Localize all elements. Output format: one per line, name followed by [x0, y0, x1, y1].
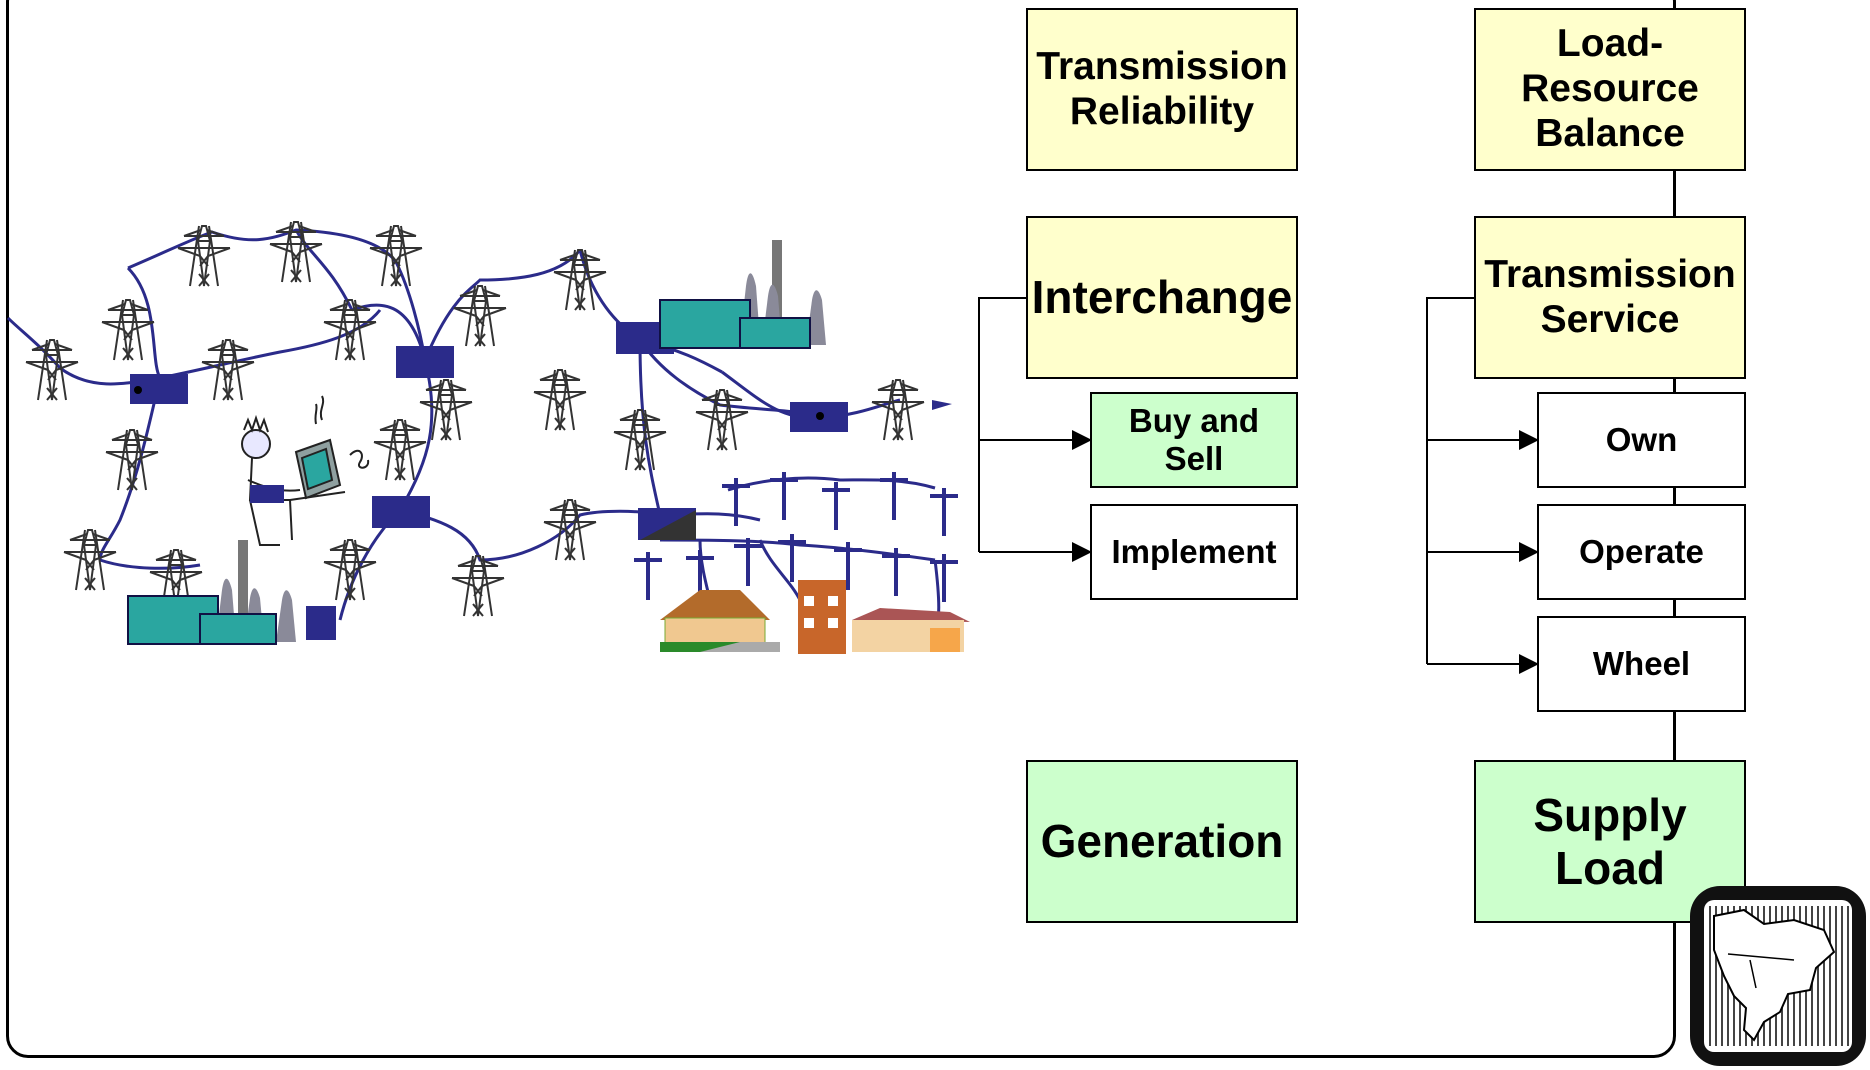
generation-box: Generation: [1026, 760, 1298, 923]
operate-label: Operate: [1579, 533, 1704, 571]
house-icon: [660, 580, 970, 654]
transmission-service-label: Transmission Service: [1484, 252, 1736, 341]
operator-at-computer-icon: [241, 395, 370, 546]
implement-box: Implement: [1090, 504, 1298, 600]
generation-label: Generation: [1040, 815, 1284, 868]
buy-and-sell-box: Buy and Sell: [1090, 392, 1298, 488]
transmission-service-box: Transmission Service: [1474, 216, 1746, 379]
implement-label: Implement: [1111, 533, 1277, 571]
own-label: Own: [1605, 421, 1678, 459]
load-resource-balance-label: Load- Resource Balance: [1521, 22, 1699, 155]
power-grid-illustration: [6, 221, 970, 654]
buy-and-sell-label: Buy and Sell: [1128, 402, 1260, 477]
transmission-reliability-label: Transmission Reliability: [1036, 44, 1288, 133]
operate-box: Operate: [1537, 504, 1746, 600]
power-plant-icon: [127, 240, 826, 645]
load-resource-balance-box: Load- Resource Balance: [1474, 8, 1746, 171]
substation-icon: [130, 322, 848, 640]
wheel-box: Wheel: [1537, 616, 1746, 712]
interchange-box: Interchange: [1026, 216, 1298, 379]
own-box: Own: [1537, 392, 1746, 488]
transmission-reliability-box: Transmission Reliability: [1026, 8, 1298, 171]
interchange-label: Interchange: [1031, 271, 1293, 324]
supply-load-label: Supply Load: [1533, 788, 1687, 894]
north-america-map-logo: [1690, 886, 1866, 1066]
wheel-label: Wheel: [1592, 645, 1691, 683]
